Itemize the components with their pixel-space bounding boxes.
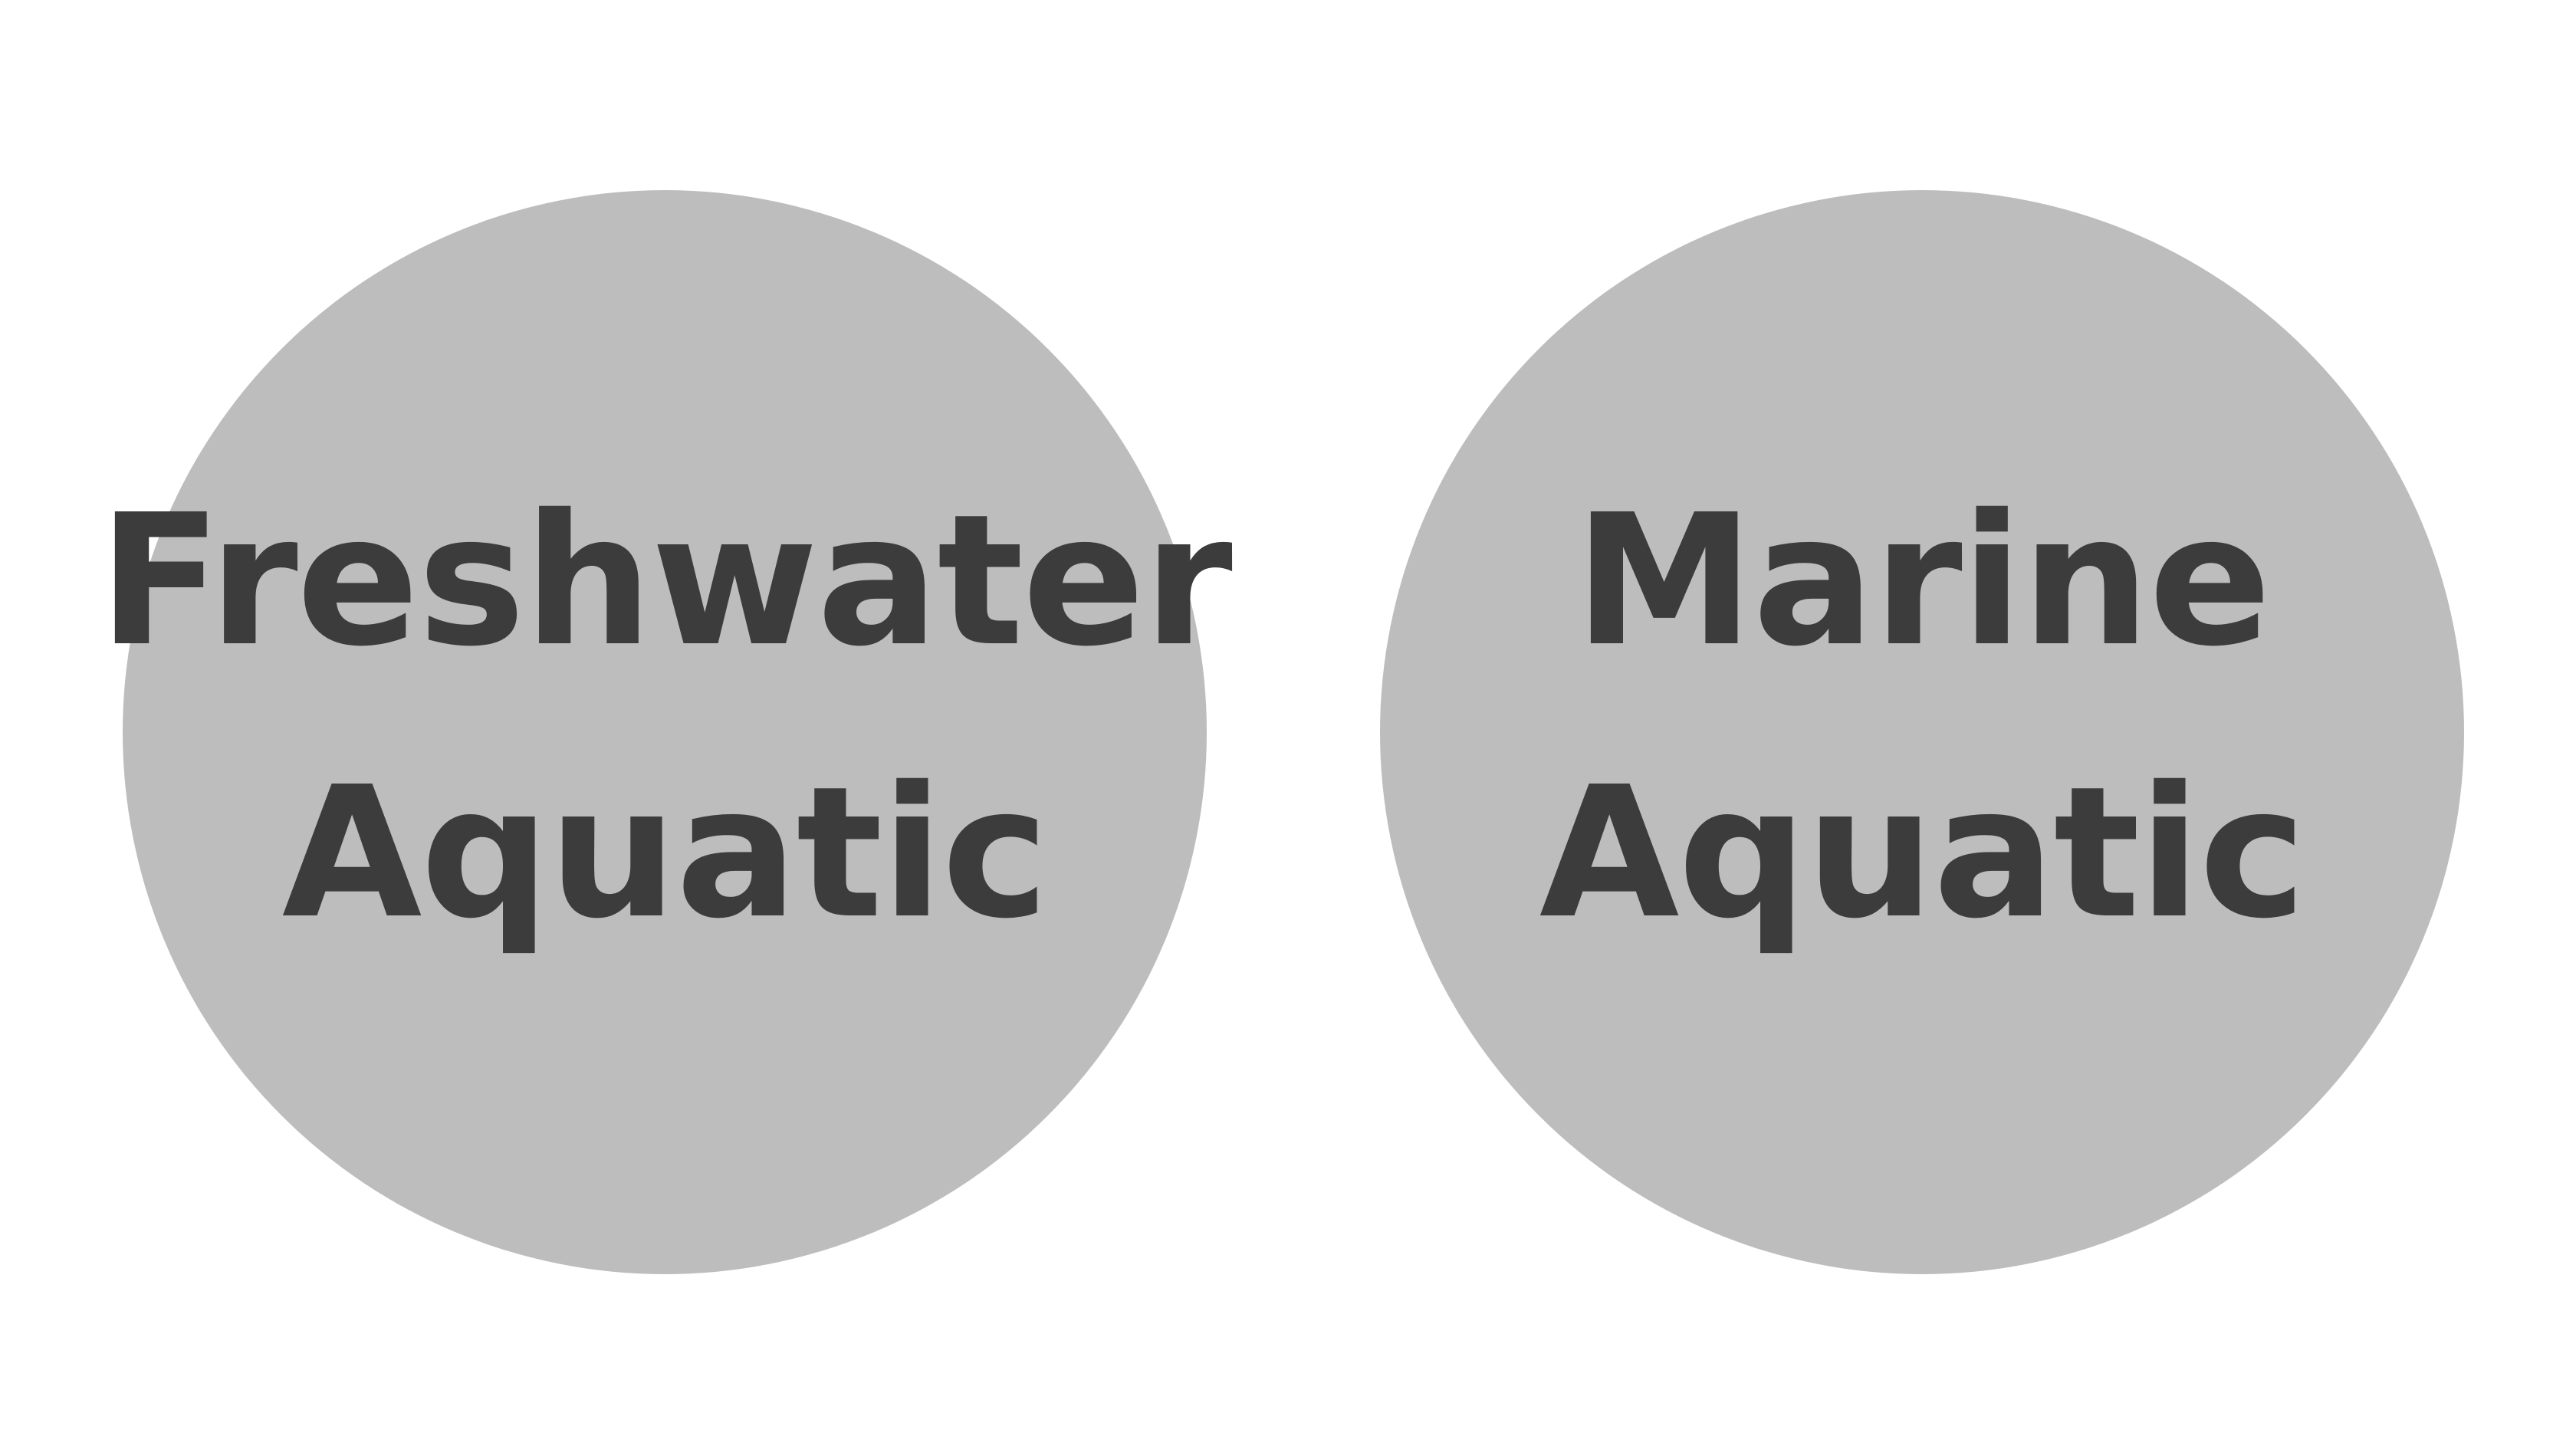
freshwater-label-line2: Aquatic [281,748,1049,958]
freshwater-aquatic-label: Freshwater Aquatic [51,445,1278,989]
marine-aquatic-label: Marine Aquatic [1309,445,2535,989]
marine-circle [1380,190,2464,1274]
marine-label-line1: Marine [1574,475,2271,686]
freshwater-circle [123,190,1207,1274]
marine-label-line2: Aquatic [1539,748,2306,958]
freshwater-label-line1: Freshwater [98,475,1233,686]
